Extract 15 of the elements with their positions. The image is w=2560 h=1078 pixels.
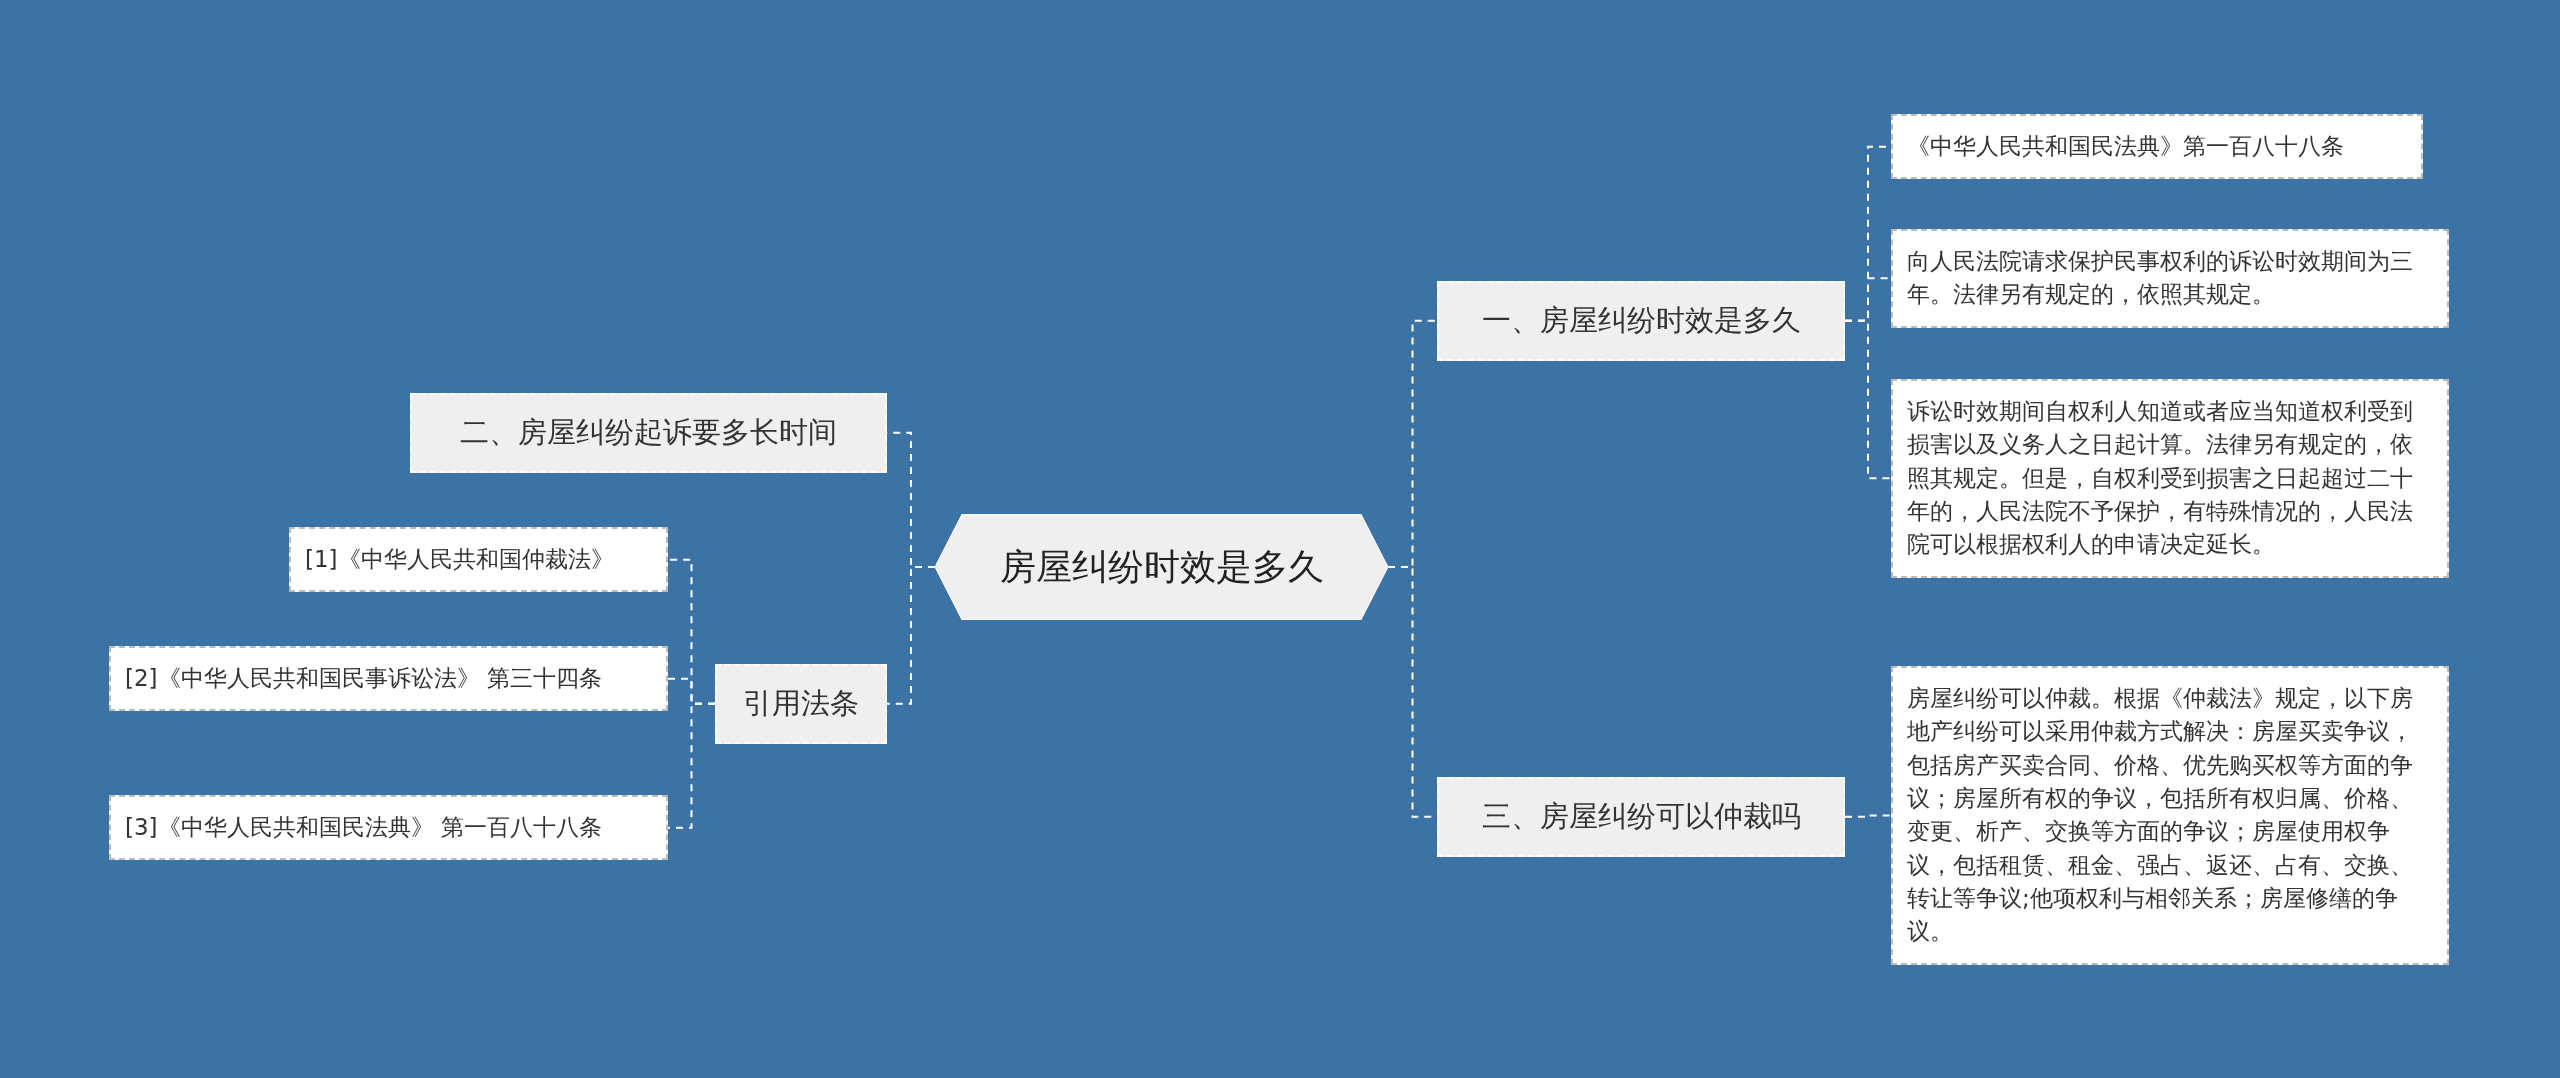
text-box: [1]《中华人民共和国仲裁法》	[289, 527, 668, 593]
text-box: 诉讼时效期间自权利人知道或者应当知道权利受到损害以及义务人之日起计算。法律另有规定的，依照其规定。但是，自权利受到损害之日起超过二十年的，人民法院不予保护，有特殊情况的，人民法院可以根据权利人的申请决定延长。	[1891, 379, 2449, 578]
topic-box: 三、房屋纠纷可以仲裁吗	[1437, 777, 1845, 857]
text-box: 向人民法院请求保护民事权利的诉讼时效期间为三年。法律另有规定的，依照其规定。	[1891, 229, 2449, 328]
connector-line	[1844, 319, 1892, 480]
topic-box: 一、房屋纠纷时效是多久	[1437, 281, 1845, 361]
connector-line	[1844, 814, 1892, 818]
connector-line	[886, 566, 936, 705]
central-topic-hexagon: 房屋纠纷时效是多久	[935, 514, 1388, 620]
text-box: [3]《中华人民共和国民法典》 第一百八十八条	[109, 795, 668, 861]
text-box: 房屋纠纷可以仲裁。根据《仲裁法》规定，以下房地产纠纷可以采用仲裁方式解决：房屋买卖争议，包括房产买卖合同、价格、优先购买权等方面的争议；房屋所有权的争议，包括所有权归属、价格、变更、析产、交换等方面的争议；房屋使用权争议，包括租赁、租金、强占、返还、占有、交换、转让等争议;他项权利与相邻关系；房屋修缮的争议。	[1891, 666, 2449, 965]
topic-box: 二、房屋纠纷起诉要多长时间	[410, 393, 887, 473]
text-box: 《中华人民共和国民法典》第一百八十八条	[1891, 114, 2423, 180]
text-box: [2]《中华人民共和国民事诉讼法》 第三十四条	[109, 646, 668, 712]
topic-box: 引用法条	[715, 664, 887, 744]
